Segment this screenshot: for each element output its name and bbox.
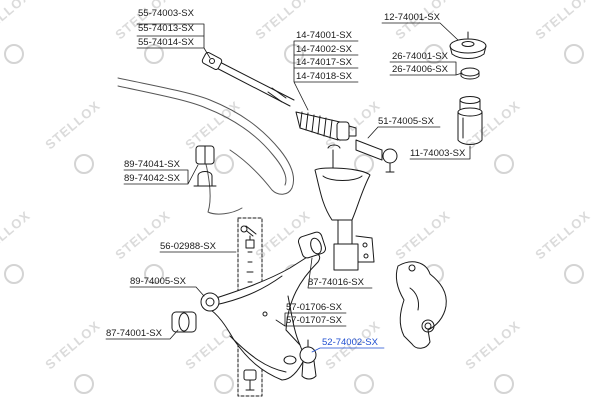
arm-bush-rear bbox=[297, 231, 327, 259]
label-55-74013[interactable]: 55-74013-SX bbox=[138, 23, 194, 34]
label-57-01707[interactable]: 57-01707-SX bbox=[286, 315, 342, 326]
watermark-logo-mark bbox=[74, 154, 94, 174]
label-89-74005[interactable]: 89-74005-SX bbox=[130, 276, 186, 287]
label-51-74005[interactable]: 51-74005-SX bbox=[378, 116, 434, 127]
watermark-logo-mark bbox=[4, 44, 24, 64]
label-11-74003[interactable]: 11-74003-SX bbox=[410, 148, 466, 159]
watermark-logo-mark bbox=[4, 264, 24, 284]
stabilizer-bar bbox=[117, 77, 294, 215]
bearing bbox=[460, 67, 480, 80]
watermark-logo-mark bbox=[74, 374, 94, 394]
stabilizer-bushing bbox=[193, 145, 217, 187]
watermark-logo-mark bbox=[144, 264, 164, 284]
label-89-74041[interactable]: 89-74041-SX bbox=[124, 159, 180, 170]
watermark-logo-mark bbox=[494, 374, 514, 394]
watermark-logo-mark bbox=[564, 44, 584, 64]
watermark-logo-mark bbox=[424, 44, 444, 64]
label-52-74002[interactable]: 52-74002-SX bbox=[322, 337, 378, 348]
label-14-74001[interactable]: 14-74001-SX bbox=[296, 30, 352, 41]
strut-assembly bbox=[314, 144, 375, 271]
tie-rod-end bbox=[355, 139, 398, 173]
leader-lines bbox=[105, 22, 471, 353]
label-55-74003[interactable]: 55-74003-SX bbox=[138, 8, 194, 19]
label-56-02988[interactable]: 56-02988-SX bbox=[160, 241, 216, 252]
label-14-74002[interactable]: 14-74002-SX bbox=[296, 44, 352, 55]
arm-bush-front bbox=[200, 292, 220, 312]
label-89-74042[interactable]: 89-74042-SX bbox=[124, 173, 180, 184]
lower-control-arm bbox=[207, 253, 321, 381]
watermark-logo-mark bbox=[214, 374, 234, 394]
watermark-logo-mark bbox=[214, 154, 234, 174]
label-14-74018[interactable]: 14-74018-SX bbox=[296, 71, 352, 82]
rack-boot bbox=[295, 111, 357, 141]
label-87-74001[interactable]: 87-74001-SX bbox=[106, 328, 162, 339]
label-26-74001[interactable]: 26-74001-SX bbox=[392, 51, 448, 62]
label-87-74016[interactable]: 87-74016-SX bbox=[308, 277, 364, 288]
steering-knuckle bbox=[395, 261, 447, 349]
label-12-74001[interactable]: 12-74001-SX bbox=[384, 12, 440, 23]
watermark-logo-mark bbox=[144, 44, 164, 64]
ball-joint bbox=[299, 339, 317, 380]
watermark-logo-mark bbox=[494, 154, 514, 174]
bush-lower bbox=[171, 311, 197, 333]
bump-stop bbox=[457, 96, 483, 145]
tie-rod bbox=[201, 52, 295, 107]
watermark-logo-mark bbox=[354, 374, 374, 394]
watermark-logo-mark bbox=[564, 264, 584, 284]
label-14-74017[interactable]: 14-74017-SX bbox=[296, 57, 352, 68]
label-55-74014[interactable]: 55-74014-SX bbox=[138, 37, 194, 48]
label-57-01706[interactable]: 57-01706-SX bbox=[286, 302, 342, 313]
top-mount bbox=[449, 31, 487, 59]
label-26-74006[interactable]: 26-74006-SX bbox=[392, 64, 448, 75]
